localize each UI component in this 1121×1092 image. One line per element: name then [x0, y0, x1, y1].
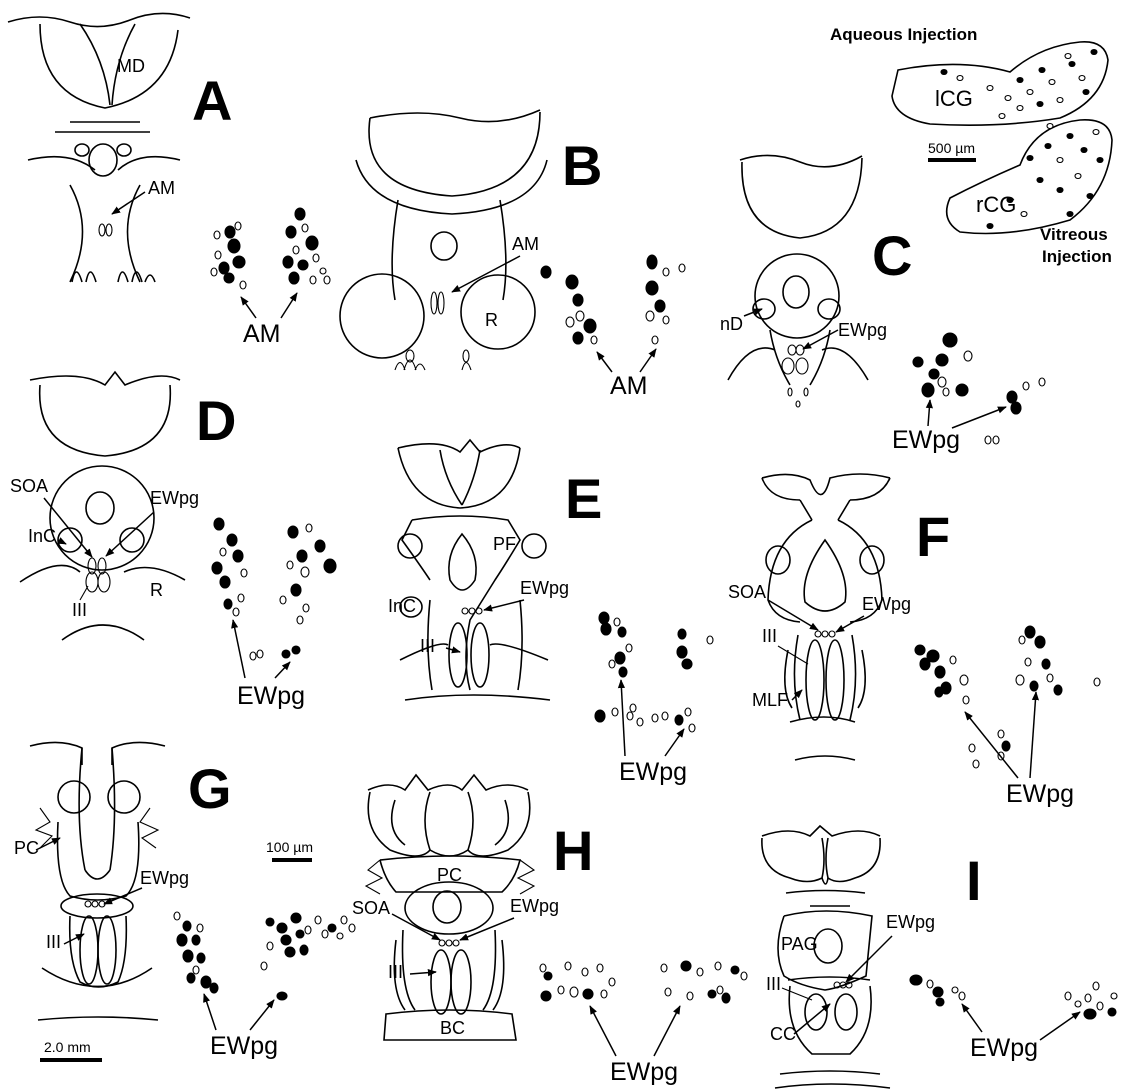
label-scale-2mm: 2.0 mm	[44, 1039, 91, 1055]
label-iii-i: III	[766, 974, 781, 994]
panel-a: MD AM A	[8, 13, 232, 282]
cell-cluster-h	[540, 961, 747, 1003]
panel-i: PAG EWpg III CC I	[762, 826, 982, 1088]
cell-cluster-g	[174, 912, 355, 1000]
panel-label-h: H	[553, 819, 593, 882]
label-am-a: AM	[148, 178, 175, 198]
scale-bar-100: 100 µm	[266, 839, 313, 860]
label-ewpg-e: EWpg	[520, 578, 569, 598]
label-soa-f: SOA	[728, 582, 766, 602]
label-iii-e: III	[420, 636, 435, 656]
panel-label-g: G	[188, 757, 232, 820]
panel-label-f: F	[916, 505, 950, 568]
label-pc-g: PC	[14, 838, 39, 858]
label-iii-d: III	[72, 600, 87, 620]
label-iii-f: III	[762, 626, 777, 646]
panel-g: PC EWpg III G	[14, 742, 232, 1020]
label-mlf: MLF	[752, 690, 788, 710]
label-ewpg-f: EWpg	[862, 594, 911, 614]
label-ewpg-h-cluster: EWpg	[610, 1058, 678, 1086]
label-aqueous-injection: Aqueous Injection	[830, 25, 977, 44]
panel-label-c: C	[872, 224, 912, 287]
label-ewpg-d: EWpg	[150, 488, 199, 508]
label-nd: nD	[720, 314, 743, 334]
panel-label-a: A	[192, 69, 232, 132]
panel-d: SOA InC EWpg III R D	[10, 372, 236, 640]
label-vitreous-line2: Injection	[1042, 247, 1112, 266]
cell-cluster-e	[595, 612, 713, 732]
label-soa-d: SOA	[10, 476, 48, 496]
label-bc: BC	[440, 1018, 465, 1038]
label-scale-100: 100 µm	[266, 839, 313, 855]
label-ewpg-i-cluster: EWpg	[970, 1034, 1038, 1062]
label-md: MD	[117, 56, 145, 76]
label-scale-500: 500 µm	[928, 140, 975, 156]
label-ewpg-f-cluster: EWpg	[1006, 780, 1074, 808]
label-ewpg-h: EWpg	[510, 896, 559, 916]
label-inc-d: InC	[28, 526, 56, 546]
cell-cluster-f	[915, 626, 1100, 768]
cell-cluster-a	[211, 208, 330, 289]
label-lcg: lCG	[935, 86, 973, 111]
label-r-b: R	[485, 310, 498, 330]
label-cc: CC	[770, 1024, 796, 1044]
panel-c: nD EWpg C	[720, 155, 912, 407]
label-am-a-cluster: AM	[243, 320, 281, 348]
label-ewpg-d-cluster: EWpg	[237, 682, 305, 710]
label-ewpg-c: EWpg	[838, 320, 887, 340]
label-am-b-cluster: AM	[610, 372, 648, 400]
cell-cluster-d	[212, 518, 336, 660]
panel-label-d: D	[196, 389, 236, 452]
cell-cluster-i	[910, 975, 1117, 1019]
panel-b: AM R B	[340, 110, 602, 370]
label-pf: PF	[493, 534, 516, 554]
panel-label-i: I	[966, 849, 982, 912]
label-soa-h: SOA	[352, 898, 390, 918]
label-ewpg-c-cluster: EWpg	[892, 426, 960, 454]
panel-label-e: E	[565, 467, 602, 530]
label-pc-h: PC	[437, 865, 462, 885]
label-am-b: AM	[512, 234, 539, 254]
panel-e: PF InC EWpg III E	[388, 440, 602, 700]
panel-f: SOA EWpg III MLF F	[728, 474, 950, 760]
label-iii-g: III	[46, 932, 61, 952]
panel-h: PC SOA EWpg III BC H	[352, 775, 593, 1040]
label-inc-e: InC	[388, 596, 416, 616]
panel-label-b: B	[562, 134, 602, 197]
label-vitreous-line1: Vitreous	[1040, 225, 1108, 244]
label-ewpg-e-cluster: EWpg	[619, 758, 687, 786]
label-iii-h: III	[388, 962, 403, 982]
cell-cluster-b	[541, 255, 685, 344]
label-ewpg-g-cluster: EWpg	[210, 1032, 278, 1060]
label-ewpg-g: EWpg	[140, 868, 189, 888]
scale-bar-2mm: 2.0 mm	[40, 1039, 102, 1060]
label-rcg: rCG	[976, 192, 1016, 217]
label-ewpg-i: EWpg	[886, 912, 935, 932]
label-pag: PAG	[781, 934, 818, 954]
label-r-d: R	[150, 580, 163, 600]
